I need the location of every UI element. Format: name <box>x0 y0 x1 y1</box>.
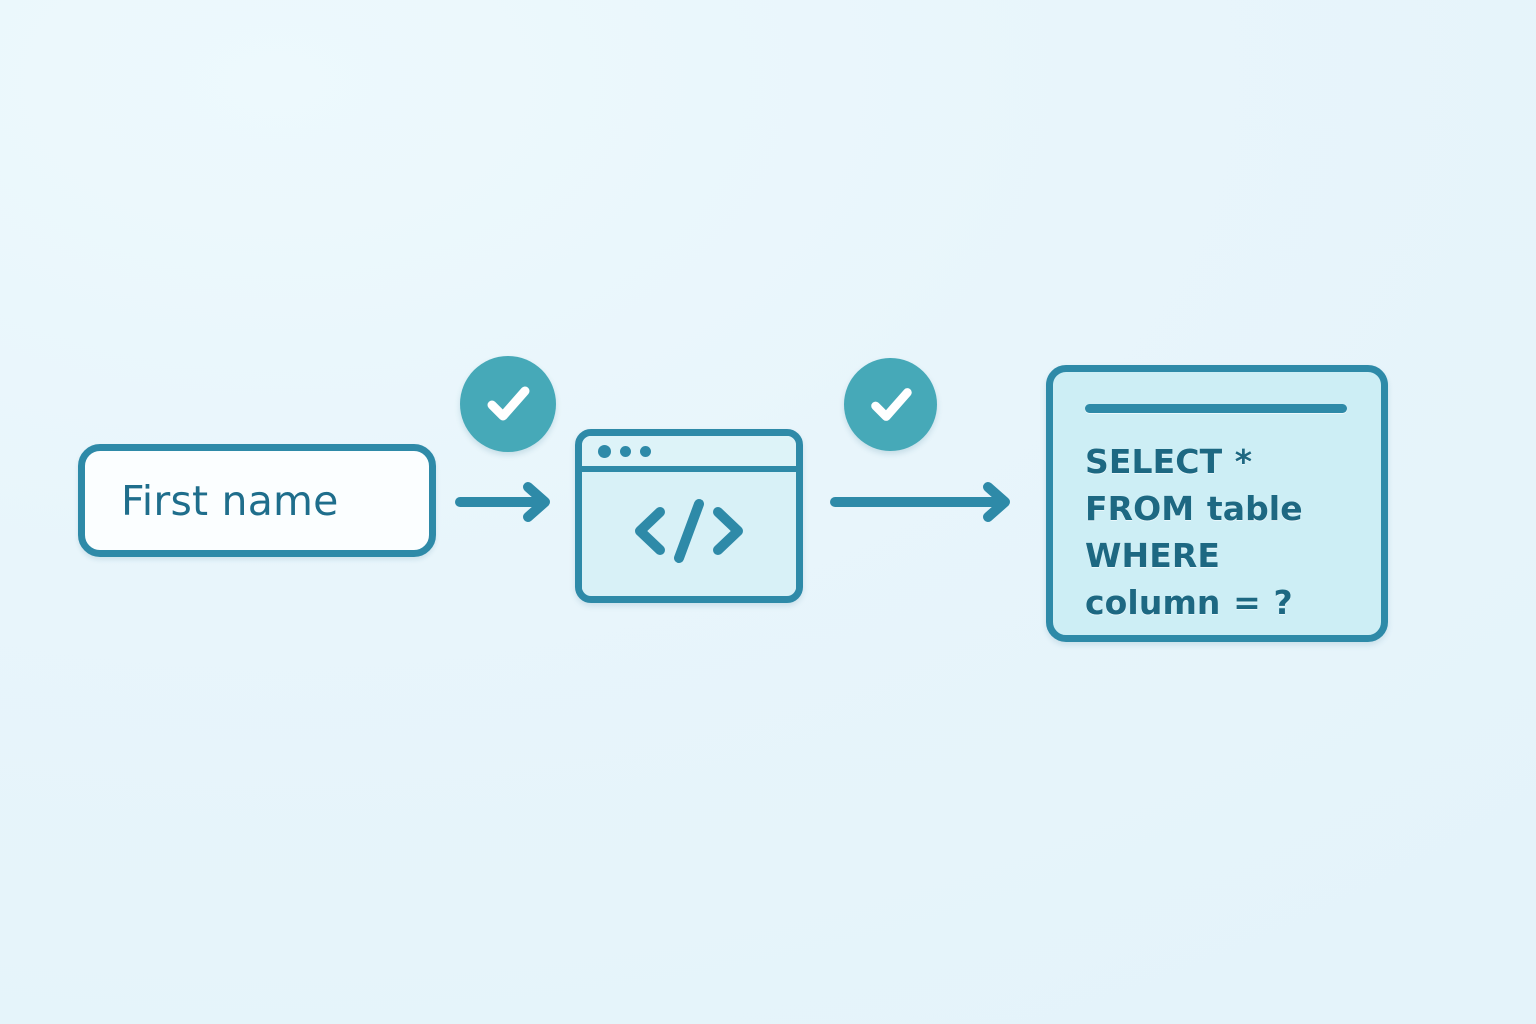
window-dot-2-icon <box>620 445 631 457</box>
sql-query-card[interactable]: SELECT * FROM table WHERE column = ? <box>1046 365 1388 642</box>
arrow-right-icon <box>455 482 550 522</box>
first-name-input[interactable]: First name <box>78 444 436 557</box>
sql-query-text: SELECT * FROM table WHERE column = ? <box>1085 442 1303 622</box>
window-dot-3-icon <box>640 445 651 457</box>
window-dot-1-icon <box>598 444 611 458</box>
divider-bar <box>1085 404 1347 413</box>
validation-check-1 <box>460 356 556 452</box>
code-window[interactable] <box>575 429 803 603</box>
check-icon <box>870 387 912 421</box>
check-icon <box>487 386 530 421</box>
validation-check-2 <box>844 358 937 451</box>
code-tags-icon <box>635 499 743 563</box>
code-window-titlebar <box>582 436 796 472</box>
arrow-right-icon <box>830 482 1010 522</box>
first-name-input-value: First name <box>121 476 339 525</box>
code-window-body <box>582 472 796 590</box>
